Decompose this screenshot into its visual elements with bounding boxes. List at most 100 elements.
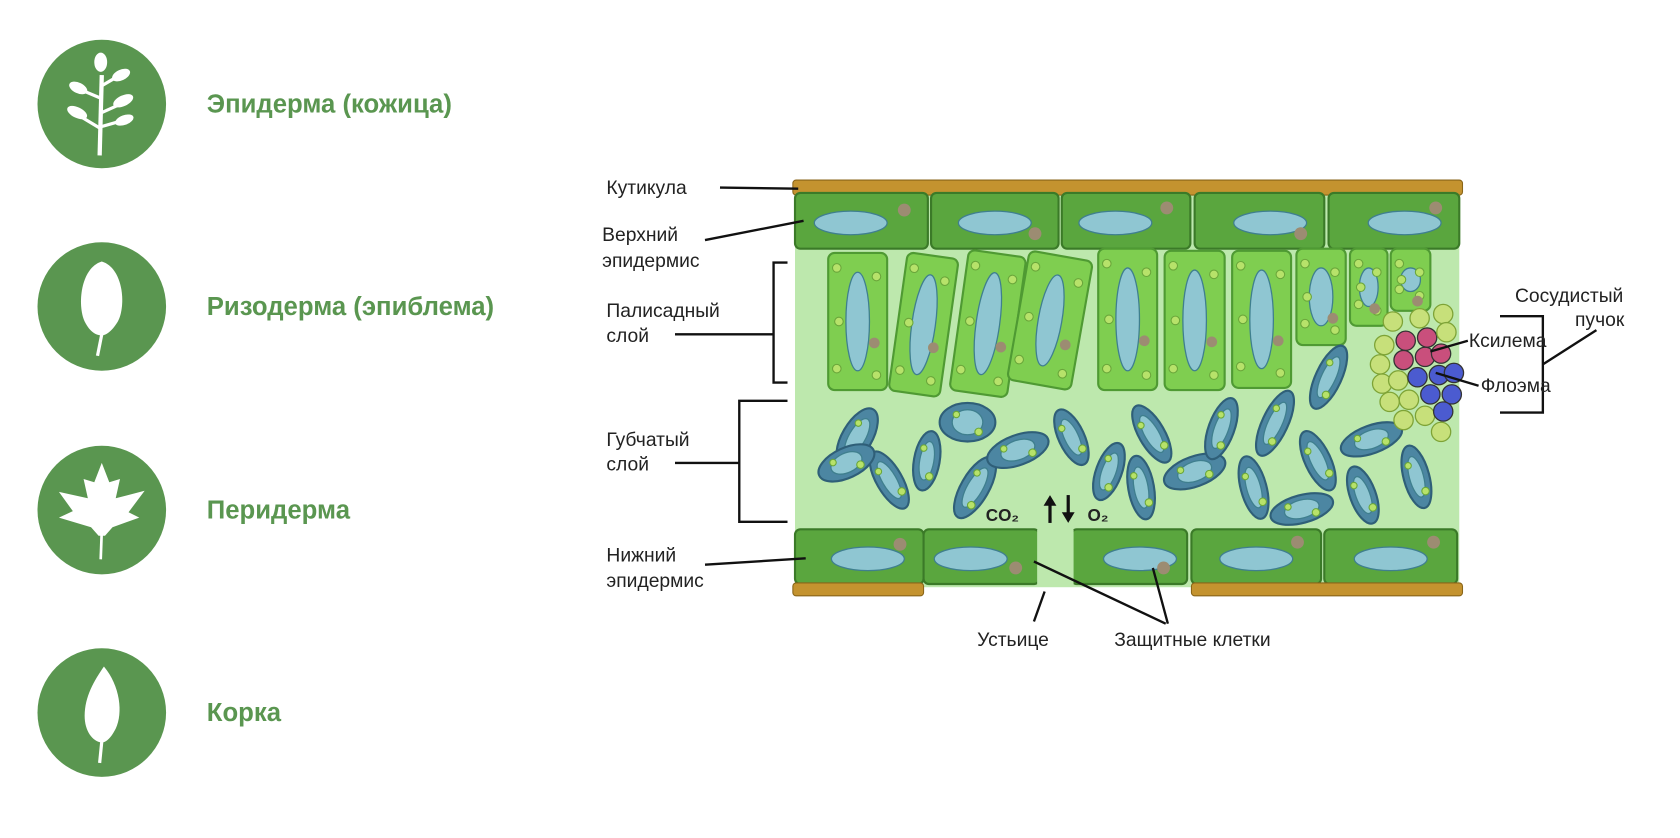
- chloroplast: [1014, 354, 1024, 365]
- vacuole: [1353, 428, 1389, 451]
- chloroplast: [903, 317, 914, 328]
- vacuole: [1219, 546, 1294, 572]
- spongy-cell: [1269, 492, 1335, 526]
- chloroplast: [1284, 503, 1292, 511]
- chloroplast: [1101, 258, 1112, 269]
- vacuole: [961, 467, 989, 508]
- bundle-sheath-cell: [1432, 303, 1454, 325]
- chloroplast: [1137, 421, 1145, 430]
- chloroplast: [1304, 447, 1312, 456]
- chloroplast: [924, 472, 934, 481]
- vacuole: [1098, 452, 1119, 491]
- chloroplast: [1302, 292, 1312, 302]
- tissue-label: Ризодерма (эпиблема): [207, 293, 494, 321]
- label-upper-epidermis-2: эпидермис: [602, 251, 700, 272]
- spongy-cell: [1254, 389, 1296, 457]
- oval-leaf-icon: [84, 666, 120, 764]
- chloroplast: [895, 365, 905, 375]
- label-lower-epidermis-2: эпидермис: [606, 571, 704, 592]
- xylem-cell: [1416, 327, 1438, 348]
- chloroplast: [1394, 284, 1405, 295]
- vacuole: [1353, 546, 1428, 572]
- nucleus: [1009, 561, 1023, 575]
- nucleus: [893, 537, 907, 551]
- vacuole: [830, 451, 863, 475]
- palisade-cell: [888, 251, 959, 398]
- chloroplast: [1057, 424, 1066, 433]
- tissue-item-bark: Корка: [37, 648, 282, 777]
- palisade-cell: [1163, 249, 1226, 392]
- vacuole: [1244, 466, 1263, 509]
- nucleus: [897, 203, 911, 217]
- spongy-cell: [1053, 408, 1090, 467]
- epidermal-cell: [1060, 191, 1192, 250]
- chloroplast: [970, 260, 981, 271]
- chloroplast: [1235, 361, 1246, 372]
- chloroplast: [1353, 258, 1364, 269]
- chloroplast: [1104, 483, 1113, 492]
- bundle-sheath-cell: [1393, 409, 1414, 431]
- chloroplast: [1368, 503, 1378, 512]
- tissue-item-epidermis: Эпидерма (кожица): [37, 39, 452, 169]
- tissue-label: Перидерма: [207, 497, 351, 525]
- chloroplast: [1330, 267, 1340, 278]
- tissue-label: Эпидерма (кожица): [207, 91, 452, 119]
- nucleus: [1412, 295, 1423, 307]
- chloroplast: [1330, 325, 1340, 335]
- palisade-cell: [1389, 247, 1432, 312]
- bundle-sheath-cell: [1382, 311, 1404, 332]
- chloroplast: [973, 469, 981, 477]
- chloroplast: [1216, 441, 1226, 450]
- spongy-cell: [1400, 444, 1433, 510]
- chloroplast: [952, 410, 961, 419]
- chloroplast: [1311, 508, 1321, 517]
- chloroplast: [1101, 363, 1112, 374]
- vacuole: [1177, 459, 1213, 484]
- nucleus: [1028, 227, 1042, 241]
- nucleus: [1272, 335, 1284, 347]
- vacuole: [933, 546, 1008, 572]
- chloroplast: [856, 460, 865, 469]
- chloroplast: [1396, 274, 1407, 285]
- tissue-label: Корка: [207, 699, 282, 727]
- epidermal-cell: [1327, 191, 1461, 250]
- vacuole: [1211, 408, 1232, 450]
- label-vascular-bundle-2: пучок: [1575, 310, 1625, 331]
- lower-cuticle-right: [1190, 582, 1464, 597]
- chloroplast: [1321, 390, 1331, 400]
- vacuole: [951, 409, 984, 436]
- chloroplast: [1007, 274, 1018, 285]
- chloroplast: [1300, 318, 1310, 329]
- label-lower-epidermis-1: Нижний: [606, 545, 676, 566]
- chloroplast: [1238, 314, 1248, 325]
- maple-leaf-icon: [58, 462, 145, 560]
- diagram-labels: Кутикула Верхний эпидермис Палисадный сл…: [602, 178, 1625, 651]
- leaf-cross-section: [792, 179, 1465, 597]
- chloroplast: [1300, 258, 1310, 269]
- chloroplast: [999, 445, 1008, 453]
- chloroplast: [1275, 368, 1286, 378]
- nucleus: [1291, 535, 1304, 549]
- bundle-sheath-cell: [1436, 321, 1457, 343]
- chloroplast: [1030, 261, 1041, 272]
- nucleus: [995, 341, 1007, 353]
- palisade-cell: [1006, 250, 1094, 391]
- palisade-cell: [1231, 249, 1293, 389]
- chloroplast: [1381, 437, 1391, 446]
- label-guard-cells: Защитные клетки: [1114, 630, 1270, 651]
- nucleus: [1059, 339, 1071, 351]
- chloroplast: [964, 316, 975, 326]
- chloroplast: [1350, 481, 1358, 490]
- chloroplast: [1404, 462, 1412, 470]
- chloroplast: [1371, 267, 1382, 278]
- chloroplast: [871, 370, 882, 380]
- spongy-cell: [952, 456, 998, 520]
- vacuole: [1035, 274, 1065, 367]
- chloroplast: [940, 276, 950, 287]
- phloem-cell: [1420, 384, 1441, 405]
- round-leaf-icon: [80, 261, 123, 357]
- chloroplast: [909, 263, 920, 274]
- label-palisade-2: слой: [606, 326, 649, 347]
- chloroplast: [1057, 368, 1068, 379]
- chloroplast: [1258, 497, 1267, 507]
